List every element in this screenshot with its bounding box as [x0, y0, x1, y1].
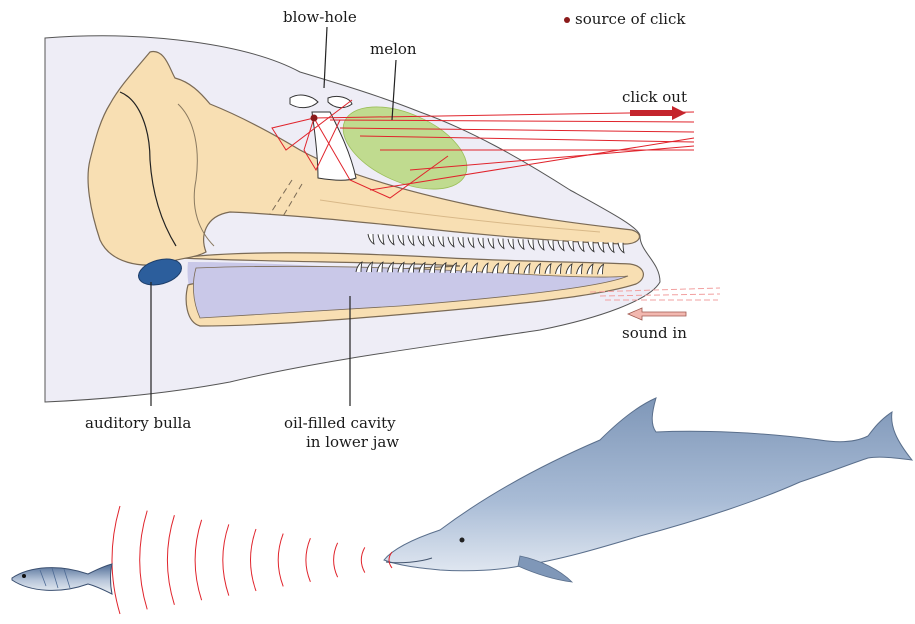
sound-wave-arc — [112, 506, 120, 614]
label-oil-cavity-1: oil-filled cavity — [284, 414, 396, 432]
sound-wave-arc — [251, 529, 257, 591]
sound-waves — [112, 506, 392, 614]
label-melon: melon — [370, 40, 417, 58]
sound-wave-arc — [361, 547, 365, 572]
dot-icon — [564, 17, 570, 23]
dolphin — [384, 398, 912, 582]
sound-wave-arc — [140, 511, 148, 610]
arrow-left-icon — [628, 308, 686, 320]
source-of-click-dot — [311, 115, 318, 122]
fish-eye — [22, 574, 26, 578]
fish-body — [12, 564, 112, 594]
sound-wave-arc — [306, 538, 311, 582]
sound-wave-arc — [167, 515, 174, 605]
sound-wave-arc — [195, 520, 202, 600]
sound-wave-arc — [278, 534, 283, 587]
label-source-of-click: source of click — [575, 10, 686, 28]
label-click-out: click out — [622, 88, 687, 106]
sound-wave-arc — [334, 543, 338, 577]
blowhole-leader — [324, 27, 327, 88]
head-cross-section — [45, 36, 720, 402]
label-auditory-bulla: auditory bulla — [85, 414, 191, 432]
label-blowhole: blow-hole — [283, 8, 357, 26]
dolphin-eye — [460, 538, 465, 543]
sound-wave-arc — [223, 524, 229, 595]
label-oil-cavity-2: in lower jaw — [306, 433, 399, 451]
dolphin-body — [384, 398, 912, 571]
label-sound-in: sound in — [622, 324, 687, 342]
arrow-right-icon — [630, 106, 686, 120]
fish — [12, 564, 112, 594]
